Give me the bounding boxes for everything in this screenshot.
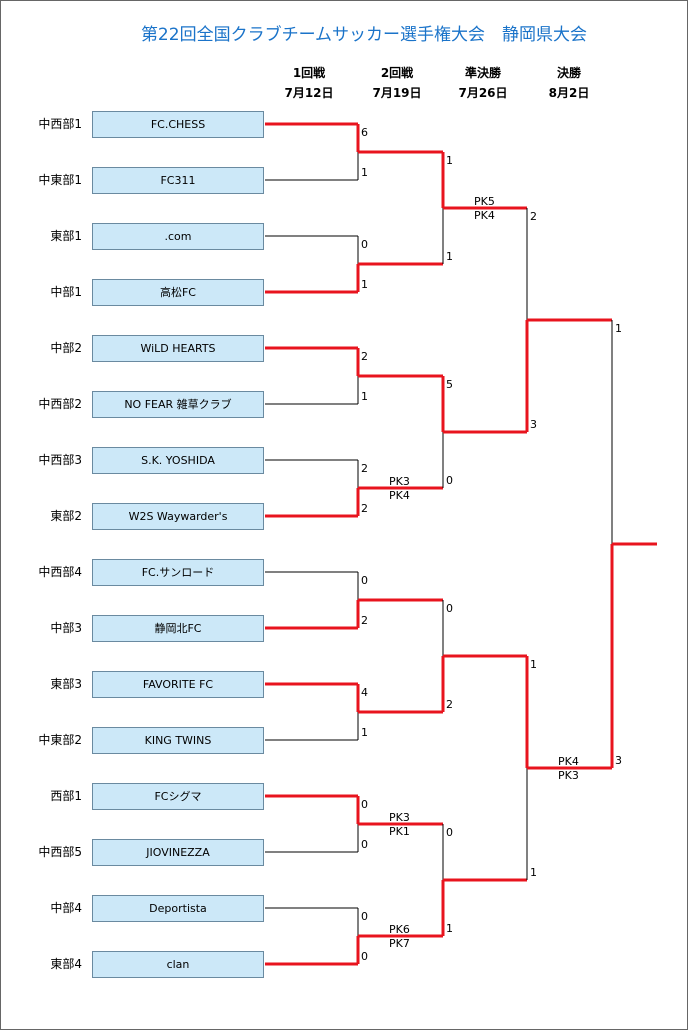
score-label: 2: [530, 210, 537, 223]
team-seed: 中西部1: [38, 117, 82, 131]
score-label: 1: [446, 154, 453, 167]
pk-label: PK7: [389, 937, 410, 950]
score-label: 0: [361, 838, 368, 851]
pk-label: PK5: [474, 195, 495, 208]
round-name: 1回戦: [292, 66, 326, 80]
round-name: 決勝: [556, 66, 581, 80]
score-label: 2: [361, 502, 368, 515]
team-box: FAVORITE FC: [92, 671, 264, 698]
score-label: 5: [446, 378, 453, 391]
team-box: NO FEAR 雑草クラブ: [92, 391, 264, 418]
round-2-header: 2回戦 7月19日: [362, 63, 432, 103]
score-label: 6: [361, 126, 368, 139]
team-seed: 中部4: [50, 901, 82, 915]
team-seed: 中西部5: [38, 845, 82, 859]
score-label: 0: [361, 950, 368, 963]
team-seed: 中部1: [50, 285, 82, 299]
team-box: Deportista: [92, 895, 264, 922]
team-box: WiLD HEARTS: [92, 335, 264, 362]
page-title: 第22回全国クラブチームサッカー選手権大会 静岡県大会: [140, 25, 588, 45]
score-label: 2: [361, 350, 368, 363]
team-box: .com: [92, 223, 264, 250]
score-label: 1: [361, 726, 368, 739]
team-seed: 中東部2: [38, 733, 82, 747]
score-label: 3: [615, 754, 622, 767]
team-seed: 東部4: [50, 957, 82, 971]
score-label: 0: [446, 474, 453, 487]
team-box: FCシグマ: [92, 783, 264, 810]
score-label: 1: [615, 322, 622, 335]
team-box: S.K. YOSHIDA: [92, 447, 264, 474]
team-box: FC.CHESS: [92, 111, 264, 138]
round-name: 準決勝: [464, 66, 501, 80]
round-name: 2回戦: [380, 66, 414, 80]
score-label: 1: [361, 166, 368, 179]
team-seed: 東部1: [50, 229, 82, 243]
team-seed: 中西部3: [38, 453, 82, 467]
score-label: 1: [361, 278, 368, 291]
pk-label: PK4: [474, 209, 495, 222]
pk-label: PK1: [389, 825, 410, 838]
score-label: 2: [361, 462, 368, 475]
score-label: 0: [361, 910, 368, 923]
team-seed: 中東部1: [38, 173, 82, 187]
round-1-header: 1回戦 7月12日: [274, 63, 344, 103]
score-label: 0: [361, 798, 368, 811]
score-label: 2: [446, 698, 453, 711]
score-label: 0: [361, 238, 368, 251]
team-seed: 東部3: [50, 677, 82, 691]
semifinal-header: 準決勝 7月26日: [448, 63, 518, 103]
team-box: KING TWINS: [92, 727, 264, 754]
pk-label: PK4: [389, 489, 410, 502]
team-box: FC.サンロード: [92, 559, 264, 586]
team-seed: 中部2: [50, 341, 82, 355]
pk-label: PK3: [558, 769, 579, 782]
pk-label: PK3: [389, 475, 410, 488]
score-label: 0: [446, 602, 453, 615]
team-seed: 西部1: [50, 789, 82, 803]
score-label: 1: [530, 866, 537, 879]
pk-label: PK3: [389, 811, 410, 824]
team-box: 静岡北FC: [92, 615, 264, 642]
score-label: 1: [446, 250, 453, 263]
team-seed: 中西部4: [38, 565, 82, 579]
score-label: 1: [446, 922, 453, 935]
team-box: JIOVINEZZA: [92, 839, 264, 866]
score-label: 4: [361, 686, 368, 699]
team-box: W2S Waywarder's: [92, 503, 264, 530]
score-label: 2: [361, 614, 368, 627]
pk-label: PK6: [389, 923, 410, 936]
score-label: 0: [446, 826, 453, 839]
round-date: 7月26日: [458, 86, 508, 100]
team-seed: 東部2: [50, 509, 82, 523]
team-box: 高松FC: [92, 279, 264, 306]
final-header: 決勝 8月2日: [534, 63, 604, 103]
round-date: 7月12日: [284, 86, 334, 100]
score-label: 1: [530, 658, 537, 671]
round-date: 8月2日: [548, 86, 590, 100]
score-label: 1: [361, 390, 368, 403]
team-box: FC311: [92, 167, 264, 194]
score-label: 3: [530, 418, 537, 431]
team-box: clan: [92, 951, 264, 978]
team-seed: 中部3: [50, 621, 82, 635]
round-date: 7月19日: [372, 86, 422, 100]
pk-label: PK4: [558, 755, 579, 768]
score-label: 0: [361, 574, 368, 587]
team-seed: 中西部2: [38, 397, 82, 411]
